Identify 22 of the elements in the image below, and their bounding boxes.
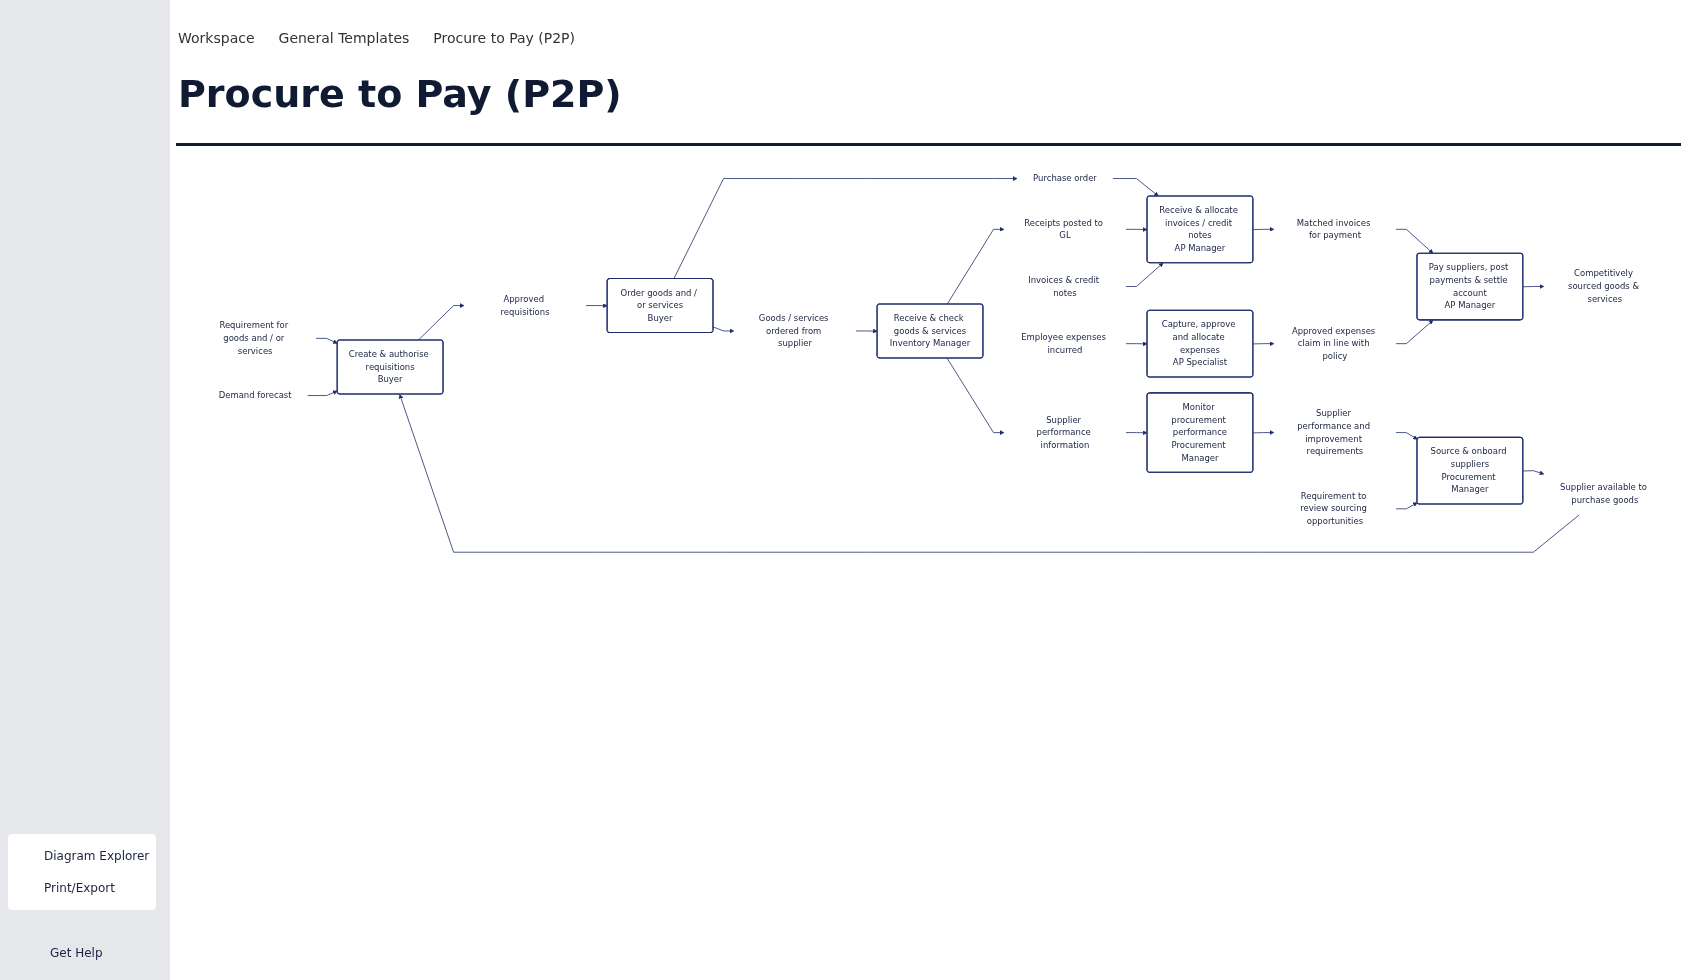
node-text: Employee expenses incurred bbox=[1021, 332, 1106, 355]
node-text: Competitively sourced goods & services bbox=[1568, 268, 1640, 304]
node-text: Approved expenses claim in line with policy bbox=[1291, 325, 1376, 362]
page-title: Procure to Pay (P2P) bbox=[178, 72, 622, 116]
node-text: Approved requisitions bbox=[500, 293, 550, 317]
menu-item: Diagram Explorer bbox=[43, 848, 151, 865]
breadcrumb-link: Workspace bbox=[178, 30, 255, 46]
node-text: Supplier available to purchase goods bbox=[1560, 482, 1648, 506]
node-text: Requirement to review sourcing opportunities bbox=[1300, 490, 1367, 527]
node-text: Receipts posted to GL bbox=[1024, 217, 1104, 241]
node-text: Invoices & credit notes bbox=[1028, 274, 1100, 298]
breadcrumb-link: General Templates bbox=[278, 30, 410, 46]
node-text: Supplier performance information bbox=[1036, 414, 1091, 451]
node-text: Goods / services ordered from supplier bbox=[758, 312, 829, 349]
node-text: Supplier performance and improvement requirements bbox=[1297, 408, 1371, 457]
help-link: Get Help bbox=[50, 946, 103, 960]
node-text: Purchase order bbox=[1033, 173, 1097, 184]
menu-item: Print/Export bbox=[43, 880, 116, 897]
node-text: Matched invoices for payment bbox=[1296, 217, 1371, 241]
breadcrumb-link: Procure to Pay (P2P) bbox=[433, 30, 575, 46]
node-text: Requirement for goods and / or services bbox=[219, 320, 289, 356]
node-text: Demand forecast bbox=[218, 390, 292, 401]
